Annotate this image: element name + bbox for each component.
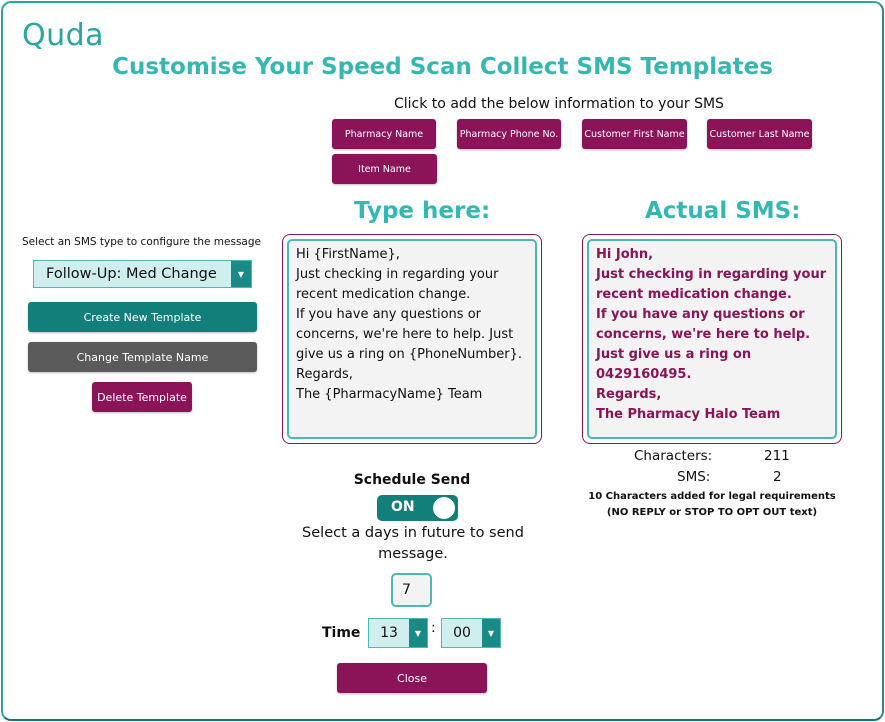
close-button[interactable]: Close [337,663,487,693]
type-here-title: Type here: [354,198,491,224]
toggle-knob [433,497,455,519]
quda-logo: Quda [22,18,104,53]
hour-value: 13 [380,625,398,641]
sms-type-caption: Select an SMS type to configure the mess… [22,236,261,248]
sms-type-select[interactable]: Follow-Up: Med Change ▼ [33,260,252,288]
minute-value: 00 [453,625,471,641]
insert-pharmacy-name-button[interactable]: Pharmacy Name [332,119,436,149]
schedule-send-label: Schedule Send [353,472,471,488]
insert-customer-last-name-button[interactable]: Customer Last Name [707,119,812,149]
toggle-state-label: ON [391,499,415,515]
minute-select[interactable]: 00 ▼ [441,618,501,648]
insert-caption: Click to add the below information to yo… [394,96,724,112]
insert-item-name-button[interactable]: Item Name [332,154,437,184]
sms-label: SMS: [677,469,711,485]
legal-note-detail: (NO REPLY or STOP TO OPT OUT text) [606,507,818,518]
hour-select[interactable]: 13 ▼ [368,618,428,648]
chevron-down-icon: ▼ [231,261,251,287]
sms-count: 2 [773,469,782,485]
insert-pharmacy-phone-button[interactable]: Pharmacy Phone No. [457,119,561,149]
sms-type-value: Follow-Up: Med Change [46,266,217,282]
time-label: Time [322,625,361,641]
sms-preview-text: Hi John, Just checking in regarding your… [587,239,837,439]
delete-template-button[interactable]: Delete Template [92,382,192,412]
chevron-down-icon: ▼ [482,619,500,647]
days-in-future-input[interactable]: 7 [391,573,432,607]
characters-count: 211 [764,448,790,464]
legal-note: 10 Characters added for legal requiremen… [588,491,836,502]
chevron-down-icon: ▼ [409,619,427,647]
sms-preview-frame: Hi John, Just checking in regarding your… [582,234,842,444]
time-separator: : [431,620,436,636]
template-editor-textarea[interactable]: Hi {FirstName}, Just checking in regardi… [287,239,537,439]
create-template-button[interactable]: Create New Template [28,302,257,332]
page-title: Customise Your Speed Scan Collect SMS Te… [112,54,773,80]
schedule-send-toggle[interactable]: ON [377,495,458,521]
days-caption: Select a days in future to send message. [302,525,524,562]
logo-text: Quda [22,18,105,53]
actual-sms-title: Actual SMS: [645,198,801,224]
characters-label: Characters: [634,448,713,464]
insert-customer-first-name-button[interactable]: Customer First Name [582,119,687,149]
template-editor-frame: Hi {FirstName}, Just checking in regardi… [282,234,542,444]
change-template-name-button[interactable]: Change Template Name [28,342,257,372]
